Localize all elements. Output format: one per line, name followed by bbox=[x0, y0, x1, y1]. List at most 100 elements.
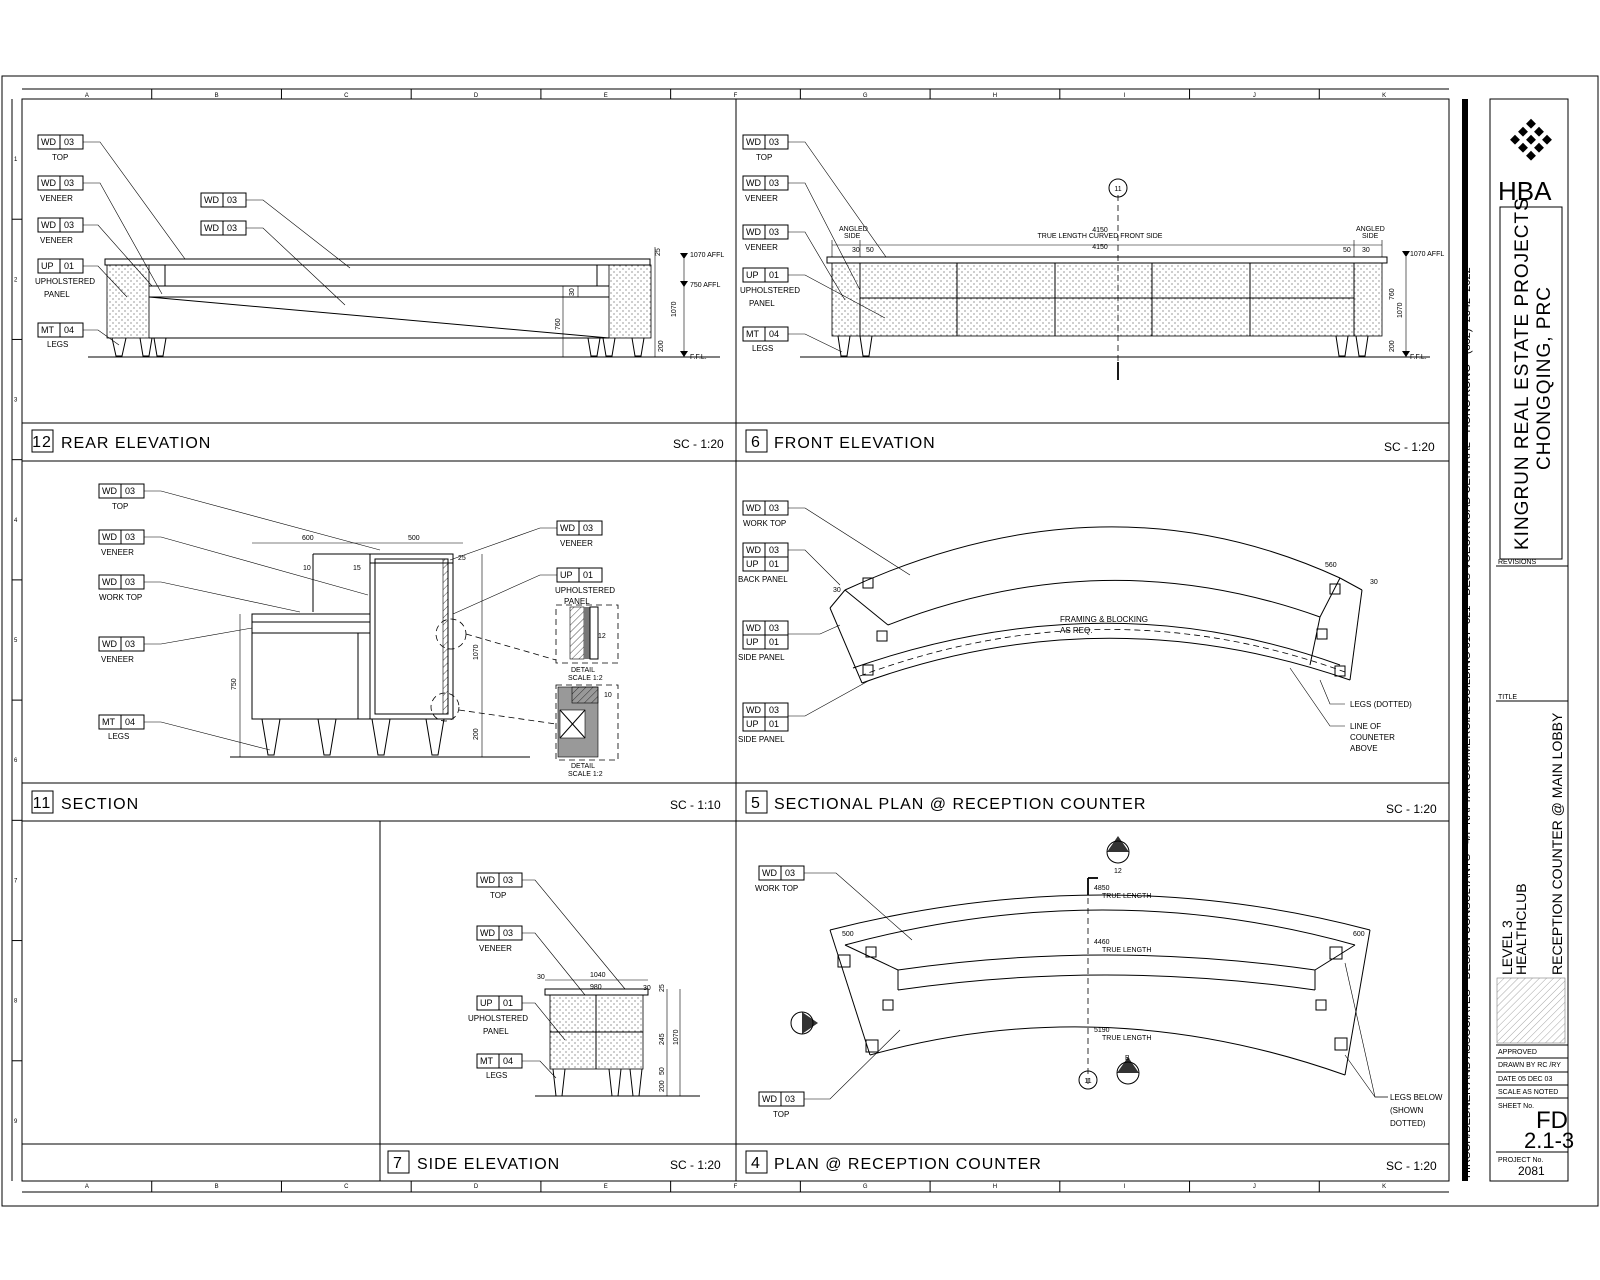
svg-text:WD: WD bbox=[746, 705, 761, 715]
svg-text:1070: 1070 bbox=[473, 644, 480, 660]
svg-text:WD: WD bbox=[746, 178, 761, 188]
svg-text:ABOVE: ABOVE bbox=[1350, 744, 1378, 753]
svg-text:200: 200 bbox=[658, 340, 665, 352]
svg-text:TRUE LENGTH: TRUE LENGTH bbox=[1102, 893, 1151, 900]
svg-text:PANEL: PANEL bbox=[483, 1027, 509, 1036]
svg-text:LEGS (DOTTED): LEGS (DOTTED) bbox=[1350, 700, 1412, 709]
svg-text:TRUE LENGTH: TRUE LENGTH bbox=[1102, 947, 1151, 954]
svg-text:03: 03 bbox=[785, 868, 795, 878]
svg-text:4150: 4150 bbox=[1092, 227, 1108, 234]
front-elevation-drawing: 4150 TRUE LENGTH CURVED FRONT SIDE 4150 … bbox=[740, 134, 1444, 380]
svg-text:SIDE ELEVATION: SIDE ELEVATION bbox=[417, 1156, 560, 1173]
svg-text:03: 03 bbox=[769, 545, 779, 555]
svg-text:03: 03 bbox=[769, 227, 779, 237]
svg-text:750 AFFL: 750 AFFL bbox=[690, 282, 720, 289]
svg-text:12: 12 bbox=[598, 633, 606, 640]
panel-title-11: 11 SECTION SC - 1:10 bbox=[31, 790, 721, 814]
svg-text:TOP: TOP bbox=[490, 891, 506, 900]
svg-text:30: 30 bbox=[1370, 579, 1378, 586]
svg-text:01: 01 bbox=[769, 559, 779, 569]
svg-text:UPHOLSTERED: UPHOLSTERED bbox=[555, 586, 615, 595]
grid-col-e: E bbox=[604, 93, 608, 99]
svg-text:30: 30 bbox=[852, 247, 860, 254]
svg-text:MT: MT bbox=[746, 329, 759, 339]
sheet-number: 2.1-3 bbox=[1524, 1128, 1574, 1153]
grid-col-k: K bbox=[1382, 1184, 1386, 1190]
svg-text:750: 750 bbox=[231, 678, 238, 690]
svg-text:WD: WD bbox=[41, 220, 56, 230]
tag-wd03-veneer-front-a: WD 03 VENEER bbox=[742, 175, 789, 203]
svg-text:WD: WD bbox=[102, 532, 117, 542]
svg-text:245: 245 bbox=[659, 1033, 666, 1045]
svg-text:25: 25 bbox=[655, 248, 662, 256]
grid-col-f: F bbox=[734, 1184, 738, 1190]
svg-text:4850: 4850 bbox=[1094, 885, 1110, 892]
svg-text:600: 600 bbox=[1353, 931, 1365, 938]
grid-col-g: G bbox=[863, 1184, 868, 1190]
grid-row-1: 1 bbox=[14, 157, 18, 163]
svg-text:WD: WD bbox=[746, 503, 761, 513]
svg-text:25: 25 bbox=[659, 984, 666, 992]
svg-text:UP: UP bbox=[560, 570, 573, 580]
svg-text:25: 25 bbox=[458, 555, 466, 562]
detail-b: 10 DETAIL SCALE 1:2 bbox=[555, 684, 619, 778]
svg-text:WD: WD bbox=[746, 623, 761, 633]
svg-text:WD: WD bbox=[204, 223, 219, 233]
svg-text:B: B bbox=[1125, 1055, 1130, 1062]
svg-text:REVISIONS: REVISIONS bbox=[1498, 559, 1536, 566]
svg-text:WD: WD bbox=[41, 137, 56, 147]
grid-col-f: F bbox=[734, 93, 738, 99]
svg-text:PANEL: PANEL bbox=[749, 299, 775, 308]
svg-text:500: 500 bbox=[408, 535, 420, 542]
svg-text:15: 15 bbox=[353, 565, 361, 572]
grid-col-b: B bbox=[215, 93, 219, 99]
grid-row-5: 5 bbox=[14, 638, 18, 644]
svg-text:VENEER: VENEER bbox=[745, 194, 778, 203]
svg-text:SECTION: SECTION bbox=[61, 796, 139, 813]
svg-text:WD: WD bbox=[480, 875, 495, 885]
svg-text:APPROVED: APPROVED bbox=[1498, 1049, 1537, 1056]
svg-text:600: 600 bbox=[302, 535, 314, 542]
svg-text:4150: 4150 bbox=[1092, 244, 1108, 251]
svg-text:12: 12 bbox=[1114, 868, 1122, 875]
svg-text:03: 03 bbox=[769, 623, 779, 633]
project-number: 2081 bbox=[1518, 1164, 1545, 1178]
svg-text:10: 10 bbox=[604, 692, 612, 699]
svg-text:01: 01 bbox=[769, 270, 779, 280]
svg-text:01: 01 bbox=[64, 261, 74, 271]
svg-text:30: 30 bbox=[643, 985, 651, 992]
svg-text:COUNETER: COUNETER bbox=[1350, 733, 1395, 742]
svg-text:12: 12 bbox=[32, 434, 52, 451]
svg-text:SECTIONAL PLAN @ RECEPTION COU: SECTIONAL PLAN @ RECEPTION COUNTER bbox=[774, 796, 1146, 813]
svg-text:WD: WD bbox=[204, 195, 219, 205]
svg-text:DETAIL: DETAIL bbox=[571, 763, 595, 770]
svg-text:TRUE LENGTH: TRUE LENGTH bbox=[1102, 1035, 1151, 1042]
svg-text:MT: MT bbox=[41, 325, 54, 335]
svg-text:PLAN @ RECEPTION COUNTER: PLAN @ RECEPTION COUNTER bbox=[774, 1156, 1042, 1173]
grid-col-b: B bbox=[215, 1184, 219, 1190]
svg-text:MT: MT bbox=[480, 1056, 493, 1066]
svg-text:SC - 1:20: SC - 1:20 bbox=[670, 1158, 721, 1172]
svg-text:03: 03 bbox=[125, 486, 135, 496]
svg-text:TOP: TOP bbox=[756, 153, 772, 162]
svg-text:WORK TOP: WORK TOP bbox=[755, 884, 798, 893]
svg-text:03: 03 bbox=[769, 178, 779, 188]
grid-col-j: J bbox=[1253, 93, 1256, 99]
svg-text:10: 10 bbox=[303, 565, 311, 572]
svg-text:01: 01 bbox=[769, 719, 779, 729]
svg-text:1070: 1070 bbox=[1397, 302, 1404, 318]
svg-text:1070: 1070 bbox=[671, 301, 678, 317]
grid-col-a: A bbox=[85, 93, 89, 99]
grid-row-9: 9 bbox=[14, 1119, 18, 1125]
grid-col-c: C bbox=[344, 1184, 349, 1190]
svg-text:03: 03 bbox=[64, 178, 74, 188]
svg-text:SC - 1:10: SC - 1:10 bbox=[670, 798, 721, 812]
